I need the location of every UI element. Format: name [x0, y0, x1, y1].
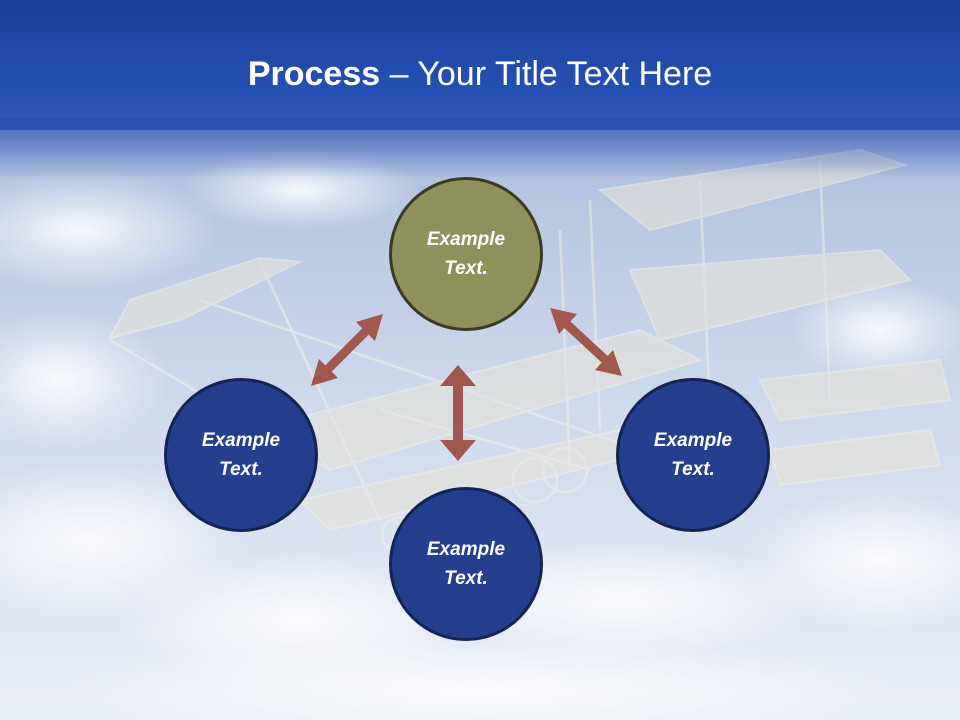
title-rest: – Your Title Text Here [380, 55, 713, 93]
node-bottom: Example Text. [389, 487, 543, 641]
title-bold: Process [247, 55, 381, 93]
node-bottom-label: Example Text. [426, 539, 506, 589]
double-arrow-right [550, 308, 622, 376]
node-right-label: Example Text. [653, 430, 733, 480]
cloud-shapes [0, 150, 960, 720]
node-top-label: Example Text. [426, 229, 506, 279]
header-band [0, 0, 960, 130]
header-fade [0, 118, 960, 178]
node-right: Example Text. [616, 378, 770, 532]
node-left-label: Example Text. [201, 430, 281, 480]
double-arrow-left [311, 314, 383, 386]
node-top: Example Text. [389, 177, 543, 331]
node-left: Example Text. [164, 378, 318, 532]
double-arrow-center [440, 365, 476, 461]
slide-title: Process – Your Title Text Here [0, 52, 960, 96]
